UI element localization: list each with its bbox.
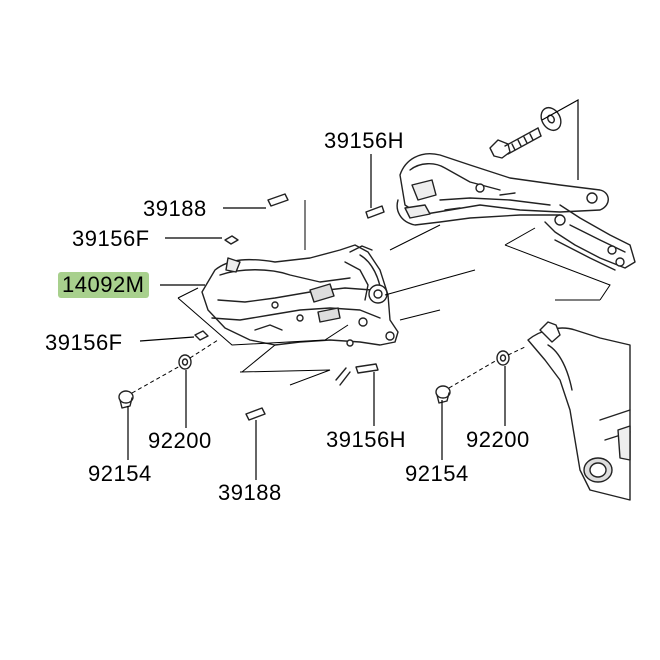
label-39156F-top: 39156F	[72, 226, 150, 251]
pad-39188-bottom	[245, 407, 266, 421]
bolt-92154-right	[435, 385, 451, 404]
grommet-92200-left	[178, 354, 192, 370]
dashed-leaders	[131, 339, 526, 394]
label-39156H-bottom: 39156H	[326, 427, 407, 452]
leader-lines	[127, 98, 579, 480]
pad-39156H-top	[365, 205, 385, 219]
label-92154-left: 92154	[88, 461, 152, 486]
bolt-92154-left	[118, 390, 134, 409]
pad-39188-top	[267, 193, 289, 207]
grommet-92200-right	[496, 350, 510, 366]
part-14092M-cover	[201, 244, 399, 347]
clip-39156F-bottom	[194, 330, 209, 341]
assembly-lines	[177, 200, 611, 386]
pad-39156H-bottom	[335, 363, 379, 386]
label-14092M: 14092M	[58, 272, 149, 298]
label-39156F-bottom: 39156F	[45, 330, 123, 355]
label-39188-bottom: 39188	[218, 480, 282, 505]
label-92200-left: 92200	[148, 428, 212, 453]
label-92154-right: 92154	[405, 461, 469, 486]
label-39156H-top: 39156H	[324, 128, 405, 153]
clip-39156F-top	[224, 235, 239, 245]
frame-structure	[396, 153, 636, 271]
rear-fender-piece	[527, 321, 631, 501]
bolt-top-right	[489, 106, 562, 159]
label-92200-right: 92200	[466, 427, 530, 452]
label-39188-top: 39188	[143, 196, 207, 221]
